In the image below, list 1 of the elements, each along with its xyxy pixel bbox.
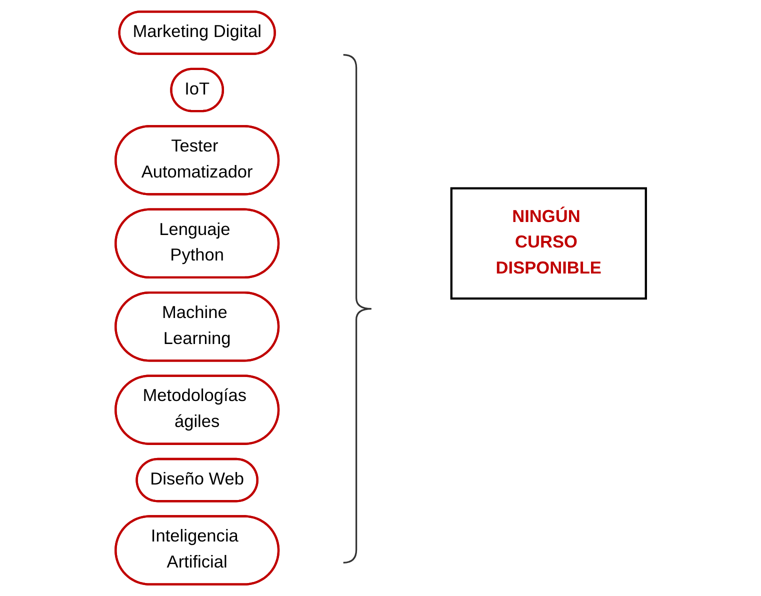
node-box: NINGÚN CURSO DISPONIBLE <box>450 187 647 300</box>
